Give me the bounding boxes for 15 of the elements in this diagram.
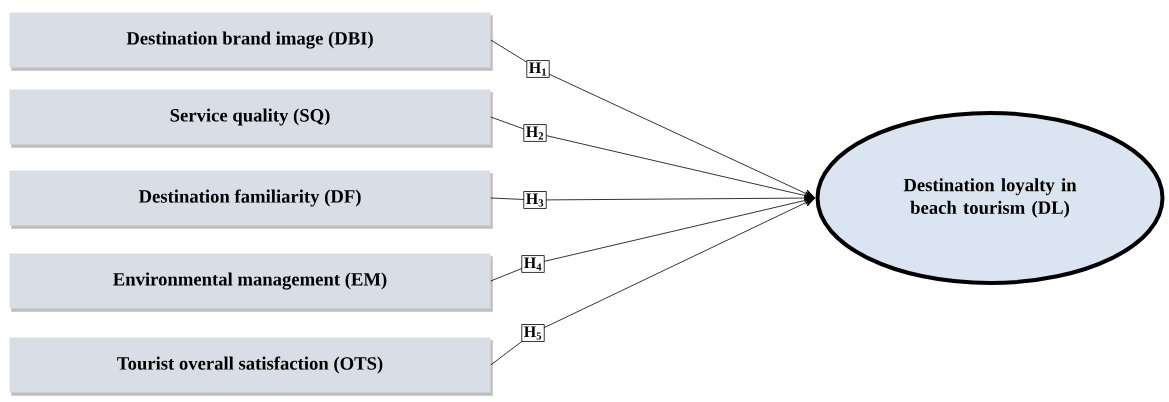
arrow — [490, 193, 815, 203]
arrow — [490, 116, 815, 200]
factor-box: Tourist overall satisfaction (OTS) — [9, 337, 493, 396]
factor-box: Service quality (SQ) — [9, 89, 493, 148]
edge-label: H$_{5}$ — [521, 324, 545, 342]
arrow — [490, 196, 815, 282]
arrow — [490, 198, 815, 366]
edge-label: H$_{3}$ — [523, 191, 547, 209]
edge-label: H$_{2}$ — [523, 124, 547, 142]
edge-label: H$_{1}$ — [526, 60, 550, 78]
factor-box: Destination familiarity (DF) — [9, 170, 493, 229]
factor-box: Destination brand image (DBI) — [9, 12, 493, 71]
edge-label: H$_{4}$ — [521, 255, 545, 273]
arrow — [490, 39, 815, 198]
factor-box: Environmental management (EM) — [9, 253, 493, 312]
